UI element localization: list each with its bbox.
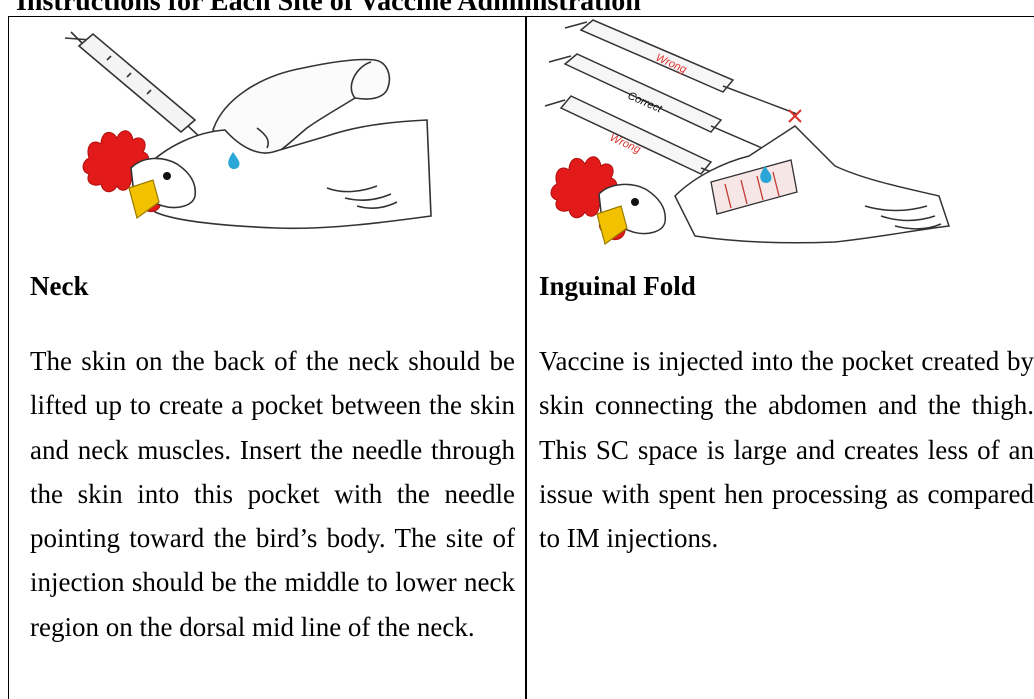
site-cell-neck: Neck The skin on the back of the neck sh…: [9, 16, 525, 699]
site-description-inguinal-fold: Vaccine is injected into the pocket crea…: [539, 339, 1034, 560]
site-heading-neck: Neck: [30, 270, 88, 302]
site-description-neck: The skin on the back of the neck should …: [30, 339, 515, 649]
inguinal-fold-injection-illustration: Wrong Correct Wrong: [535, 16, 975, 256]
neck-injection-illustration: [27, 16, 447, 246]
chicken-eye: [631, 198, 639, 206]
chicken-eye: [163, 172, 171, 180]
site-cell-inguinal-fold: Wrong Correct Wrong: [527, 16, 1034, 699]
site-heading-inguinal-fold: Inguinal Fold: [539, 270, 696, 302]
